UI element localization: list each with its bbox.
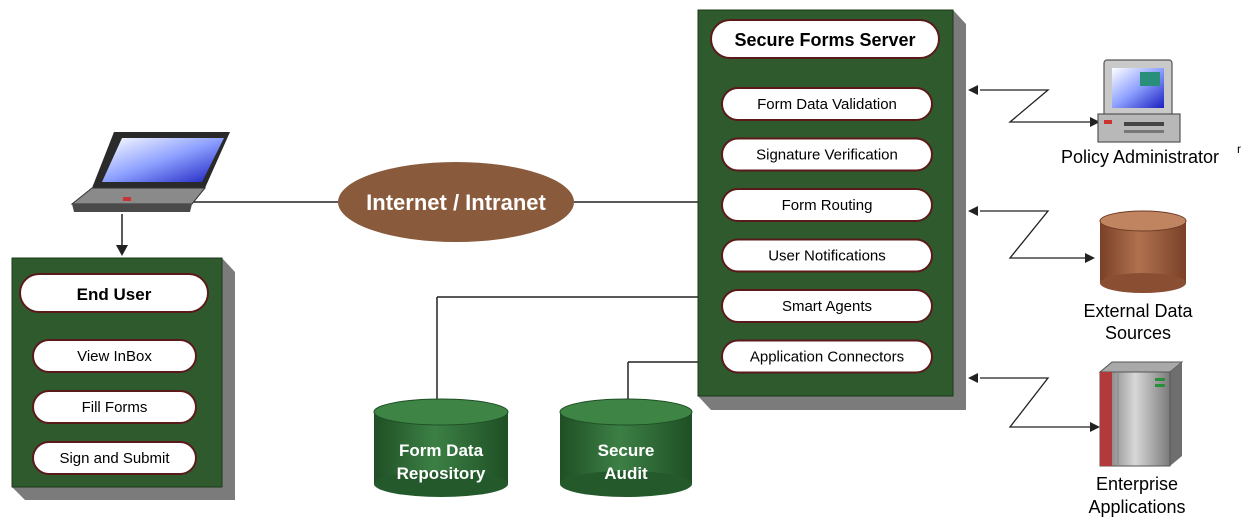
secure-audit-line2: Audit	[604, 464, 648, 483]
enterprise-apps-link	[980, 377, 1095, 428]
policy-administrator-mark: r	[1237, 142, 1241, 156]
lightning-arrowheads	[968, 85, 1100, 432]
laptop-icon	[70, 132, 230, 212]
server-title: Secure Forms Server	[734, 30, 915, 50]
server-item-4-pill	[721, 238, 933, 273]
server-item-3-label: Form Routing	[782, 197, 873, 214]
server-title-pill	[710, 19, 940, 59]
end-user-title: End User	[77, 285, 152, 304]
server-item-5-pill	[721, 289, 933, 323]
form-data-repository-line2: Repository	[397, 464, 486, 483]
policy-administrator-label: Policy Administrator	[1061, 147, 1219, 167]
server-item-1-pill	[721, 87, 933, 121]
server-cabinet-icon	[1098, 361, 1184, 467]
server-item-6-label: Application Connectors	[750, 349, 904, 366]
desktop-computer-icon	[1097, 59, 1181, 143]
end-user-item-3-pill	[32, 441, 197, 475]
server-item-6-pill	[721, 339, 933, 374]
lightning-links	[980, 89, 1095, 428]
secure-forms-server-panel: Secure Forms Server Form Data Validation…	[697, 9, 966, 410]
end-user-item-3-label: Sign and Submit	[59, 450, 170, 467]
form-data-repository-line1: Form Data	[399, 441, 484, 460]
server-item-2-label: Signature Verification	[756, 147, 898, 164]
internet-intranet-node: Internet / Intranet	[338, 162, 574, 242]
secure-audit-line1: Secure	[598, 441, 655, 460]
enterprise-applications-line1: Enterprise	[1096, 474, 1178, 494]
server-item-5-label: Smart Agents	[782, 298, 872, 315]
enterprise-applications-line2: Applications	[1088, 497, 1185, 517]
secure-audit-cylinder: Secure Audit	[559, 398, 693, 497]
end-user-item-1-pill	[32, 339, 197, 373]
server-item-1-label: Form Data Validation	[757, 96, 897, 113]
external-data-sources-db-icon	[1099, 210, 1187, 293]
end-user-item-1-label: View InBox	[77, 348, 152, 365]
network-label: Internet / Intranet	[366, 190, 546, 215]
policy-admin-link	[980, 89, 1095, 123]
server-item-3-pill	[721, 188, 933, 222]
connector-lines	[121, 201, 698, 400]
data-sources-link	[980, 210, 1090, 259]
end-user-title-pill	[19, 273, 209, 313]
server-item-2-pill	[721, 137, 933, 172]
end-user-item-2-label: Fill Forms	[82, 399, 148, 416]
server-item-4-label: User Notifications	[768, 248, 886, 265]
end-user-item-2-pill	[32, 390, 197, 424]
external-data-sources-line2: Sources	[1105, 323, 1171, 343]
laptop-to-enduser-arrowhead	[116, 245, 128, 256]
external-data-sources-line1: External Data	[1083, 301, 1193, 321]
form-data-repository-cylinder: Form Data Repository	[373, 398, 509, 497]
